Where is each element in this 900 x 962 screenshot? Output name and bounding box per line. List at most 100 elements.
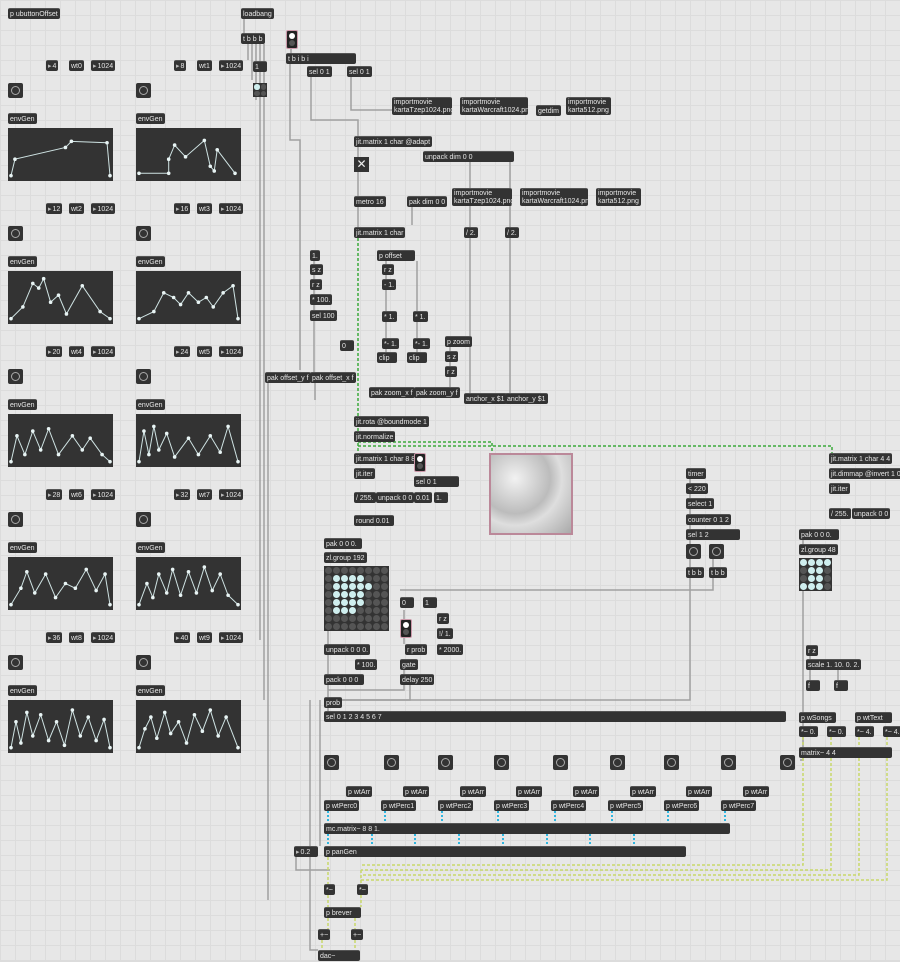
envelope-point[interactable] [56, 452, 61, 457]
envelope-point[interactable] [108, 602, 112, 607]
trigger-bb[interactable]: t b b [686, 567, 704, 578]
matrix-cell[interactable] [325, 575, 332, 582]
matrixctrl-small[interactable] [253, 83, 267, 97]
unpack-dim[interactable]: unpack dim 0 0 [423, 151, 514, 162]
matrix-cell[interactable] [381, 623, 388, 630]
envelope-point[interactable] [62, 743, 67, 748]
envelope-point[interactable] [9, 459, 13, 464]
envelope-point[interactable] [176, 720, 181, 724]
matrix-cell[interactable] [349, 583, 356, 590]
envelope-point[interactable] [226, 424, 230, 429]
envelope-editor[interactable] [136, 271, 241, 324]
matrix-cell[interactable] [341, 591, 348, 598]
envelope-point[interactable] [218, 572, 222, 576]
bang-button[interactable] [494, 755, 509, 770]
pak-0-0-0[interactable]: pak 0 0 0. [324, 538, 362, 549]
wavetable-name[interactable]: wt4 [69, 346, 84, 357]
matrix-cell[interactable] [325, 583, 332, 590]
unpack-0-0[interactable]: unpack 0 0 [852, 508, 891, 519]
matrix-cell[interactable] [365, 591, 372, 598]
signal-multiply-0[interactable]: *~ 0. [827, 726, 846, 737]
wtperc-subpatch[interactable]: p wtPerc2 [438, 800, 474, 811]
envelope-point[interactable] [231, 283, 235, 288]
envelope-editor[interactable] [8, 414, 113, 467]
anchor-x-message[interactable]: anchor_x $1 [464, 393, 507, 404]
envelope-point[interactable] [208, 434, 213, 438]
matrix-cell[interactable] [349, 599, 356, 606]
jit-iter[interactable]: jit.iter [829, 483, 850, 494]
bang-button[interactable] [8, 83, 23, 98]
matrix-cell[interactable] [816, 559, 823, 566]
envelope-point[interactable] [19, 586, 23, 590]
zoom-subpatch[interactable]: p zoom [445, 336, 472, 347]
envgen-object[interactable]: envGen [136, 685, 165, 696]
envelope-point[interactable] [164, 591, 169, 595]
bang-button[interactable] [136, 512, 151, 527]
envelope-point[interactable] [102, 717, 106, 722]
envelope-point[interactable] [161, 291, 166, 295]
envelope-point[interactable] [103, 572, 107, 576]
envelope-point[interactable] [236, 316, 240, 321]
jit-normalize[interactable]: jit.normalize [354, 431, 396, 442]
matrix-cell[interactable] [816, 583, 823, 590]
bang-button[interactable] [709, 544, 724, 559]
jit-iter[interactable]: jit.iter [354, 468, 375, 479]
matrix-cell[interactable] [357, 583, 364, 590]
matrix-cell[interactable] [381, 607, 388, 614]
matrix-cell[interactable] [373, 623, 380, 630]
envelope-point[interactable] [210, 588, 215, 593]
envelope-point[interactable] [70, 434, 75, 438]
message-0[interactable]: 0 [340, 340, 354, 351]
send-z[interactable]: s z [445, 351, 458, 362]
send-z[interactable]: s z [310, 264, 323, 275]
wtarr-subpatch[interactable]: p wtArr [516, 786, 543, 797]
bang-button[interactable] [136, 655, 151, 670]
matrix-cell[interactable] [333, 575, 340, 582]
wavetable-name[interactable]: wt1 [197, 60, 212, 71]
wavetable-size-number[interactable]: 1024 [91, 632, 116, 643]
sel-1-2[interactable]: sel 1 2 [686, 529, 740, 540]
envelope-point[interactable] [236, 459, 240, 464]
matrix-cell[interactable] [365, 623, 372, 630]
matrix-cell[interactable] [341, 575, 348, 582]
matrix-cell[interactable] [357, 575, 364, 582]
envelope-point[interactable] [168, 731, 173, 736]
matrix-cell[interactable] [357, 615, 364, 622]
wtperc-subpatch[interactable]: p wtPerc3 [494, 800, 530, 811]
envelope-point[interactable] [166, 171, 171, 176]
env-length-number[interactable]: 20 [46, 346, 63, 357]
envelope-point[interactable] [137, 602, 141, 607]
envelope-point[interactable] [41, 276, 46, 281]
envelope-point[interactable] [137, 316, 141, 321]
unpack-0-0[interactable]: unpack 0 0 [376, 492, 415, 503]
envelope-point[interactable] [30, 734, 35, 738]
envelope-point[interactable] [69, 139, 74, 144]
wtarr-subpatch[interactable]: p wtArr [686, 786, 713, 797]
envelope-point[interactable] [105, 140, 109, 145]
envelope-point[interactable] [155, 736, 159, 741]
matrix-cell[interactable] [808, 559, 815, 566]
envelope-point[interactable] [54, 720, 59, 724]
matrix-cell[interactable] [349, 607, 356, 614]
bang-button[interactable] [384, 755, 399, 770]
select-1[interactable]: select 1 [686, 498, 715, 509]
matrix-cell[interactable] [373, 599, 380, 606]
gate[interactable]: gate [400, 659, 418, 670]
importmovie-warcraft[interactable]: importmovie kartaWarcraft1024.png [520, 188, 593, 206]
jit-dimmap[interactable]: jit.dimmap @invert 1 0 [829, 468, 900, 479]
matrix-cell[interactable] [808, 567, 815, 574]
envelope-point[interactable] [218, 450, 222, 455]
wavetable-name[interactable]: wt9 [197, 632, 212, 643]
wavetable-size-number[interactable]: 1024 [219, 632, 244, 643]
matrix-cell[interactable] [325, 615, 332, 622]
matrix-cell[interactable] [333, 591, 340, 598]
envelope-point[interactable] [30, 429, 35, 433]
multiply-neg-1[interactable]: *- 1. [413, 338, 430, 349]
matrix-cell[interactable] [824, 583, 831, 590]
wavetable-name[interactable]: wt0 [69, 60, 84, 71]
envelope-point[interactable] [226, 593, 230, 598]
envelope-point[interactable] [162, 710, 167, 715]
envelope-point[interactable] [13, 157, 17, 161]
matrix-cell[interactable] [365, 607, 372, 614]
envelope-point[interactable] [43, 572, 48, 576]
